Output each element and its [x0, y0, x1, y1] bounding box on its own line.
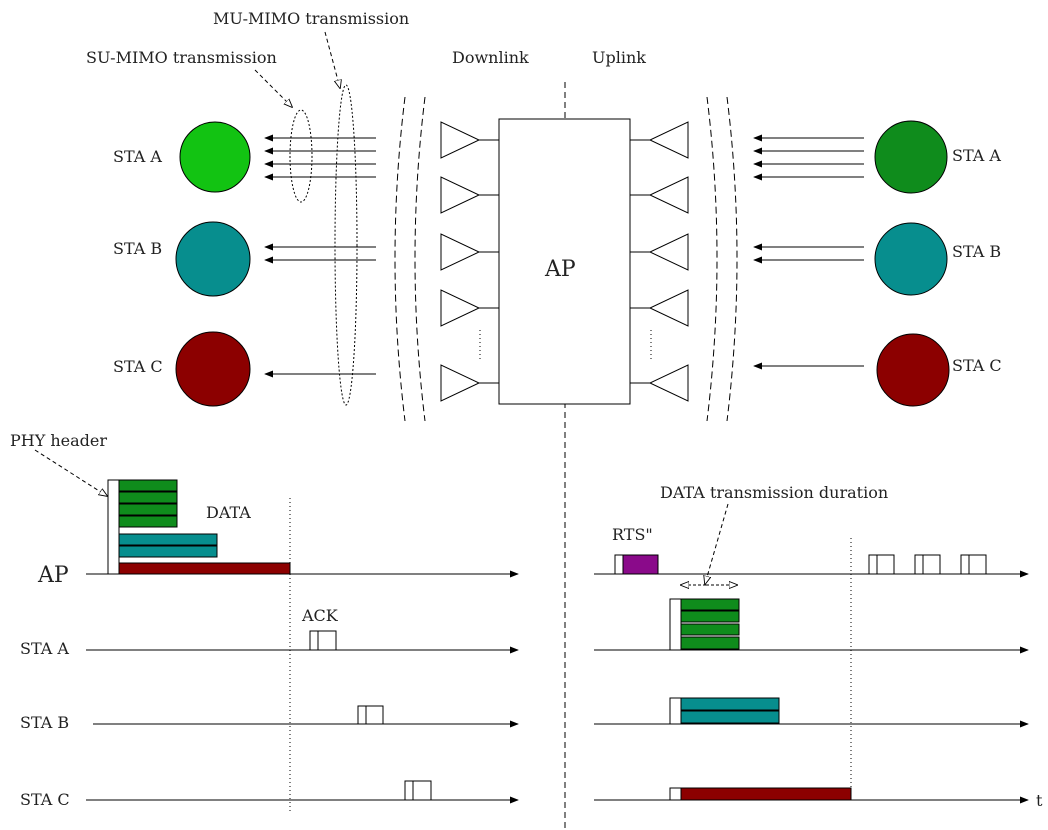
data-duration-pointer — [705, 503, 729, 584]
ack-block-sta-a — [317, 630, 337, 651]
block-ack — [968, 554, 987, 575]
antenna-icon — [630, 121, 689, 159]
antenna-icon — [440, 289, 499, 327]
block-ack-header — [914, 554, 924, 575]
mu-mimo-pointer — [324, 31, 340, 88]
data-block-sta-b — [118, 533, 218, 546]
uplink-data-sta-a — [680, 598, 740, 611]
ack-block-sta-b — [365, 705, 384, 725]
su-mimo-pointer — [254, 69, 292, 107]
time-axis-label: t — [1036, 791, 1043, 810]
sta-b-circle-uplink — [874, 222, 948, 296]
phy-header-pointer — [34, 449, 107, 496]
ack-block-sta-c — [412, 780, 432, 801]
wavefront-right-inner — [706, 96, 718, 422]
sta-a-phy-header — [669, 598, 682, 651]
uplink-data-sta-a — [680, 623, 740, 636]
downlink-streams — [264, 134, 376, 378]
mu-mimo-label: MU-MIMO transmission — [213, 9, 409, 28]
antenna-icon — [630, 176, 689, 214]
uplink-data-sta-b — [680, 697, 780, 711]
uplink-antennas — [630, 121, 689, 402]
ap-axis-label: AP — [37, 563, 69, 588]
antenna-icon — [630, 289, 689, 327]
sta-c-circle-uplink — [876, 333, 950, 407]
su-mimo-label: SU-MIMO transmission — [86, 48, 277, 67]
ap-phy-header — [107, 479, 120, 575]
antenna-icon — [440, 364, 499, 402]
sta-b-label-downlink: STA B — [113, 239, 162, 258]
phy-header-label: PHY header — [10, 431, 107, 450]
uplink-data-sta-a — [680, 610, 740, 623]
sta-c-axis-label: STA C — [20, 790, 70, 809]
sta-a-axis-label: STA A — [20, 639, 69, 658]
uplink-data-sta-c — [680, 787, 852, 801]
block-ack-header — [868, 554, 878, 575]
ap-box-label: AP — [544, 257, 576, 282]
sta-a-label-uplink: STA A — [952, 146, 1001, 165]
sta-c-label-downlink: STA C — [113, 357, 163, 376]
sta-c-phy-header — [669, 787, 682, 801]
block-ack — [876, 554, 895, 575]
data-block-sta-a — [118, 515, 178, 528]
block-ack — [922, 554, 941, 575]
data-label: DATA — [206, 503, 251, 522]
uplink-data-sta-a — [680, 636, 740, 650]
data-block-sta-a — [118, 503, 178, 516]
rts-header — [614, 554, 624, 575]
antenna-icon — [440, 233, 499, 271]
ack-header-sta-a — [309, 630, 319, 651]
downlink-antennas — [440, 121, 499, 402]
wavefront-right-outer — [726, 96, 738, 422]
sta-b-axis-label: STA B — [20, 713, 69, 732]
uplink-data-sta-b — [680, 710, 780, 724]
ap-box — [498, 118, 631, 405]
sta-b-label-uplink: STA B — [952, 242, 1001, 261]
data-duration-label: DATA transmission duration — [660, 483, 888, 502]
mu-mimo-ellipse — [334, 84, 358, 406]
wavefront-left-inner — [414, 96, 426, 422]
sta-c-label-uplink: STA C — [952, 356, 1002, 375]
data-block-sta-b — [118, 545, 218, 558]
ack-label: ACK — [301, 606, 339, 625]
rts-block — [622, 554, 659, 575]
antenna-icon — [440, 176, 499, 214]
sta-c-circle-downlink — [175, 331, 251, 407]
ack-header-sta-b — [357, 705, 367, 725]
antenna-icon — [630, 364, 689, 402]
sta-b-phy-header — [669, 697, 682, 725]
data-block-sta-c — [118, 562, 291, 575]
ack-header-sta-c — [404, 780, 414, 801]
block-ack-header — [960, 554, 970, 575]
wavefront-left-outer — [394, 96, 406, 422]
sta-b-circle-downlink — [175, 221, 251, 297]
sta-a-label-downlink: STA A — [113, 147, 162, 166]
rts-label: RTS" — [612, 525, 653, 544]
sta-a-circle-uplink — [874, 120, 948, 194]
su-mimo-ellipse — [289, 109, 313, 203]
uplink-streams — [753, 134, 864, 370]
data-block-sta-a — [118, 491, 178, 504]
antenna-icon — [440, 121, 499, 159]
antenna-icon — [630, 233, 689, 271]
uplink-label: Uplink — [592, 48, 646, 67]
downlink-label: Downlink — [452, 48, 529, 67]
sta-a-circle-downlink — [179, 121, 251, 193]
data-block-sta-a — [118, 479, 178, 492]
